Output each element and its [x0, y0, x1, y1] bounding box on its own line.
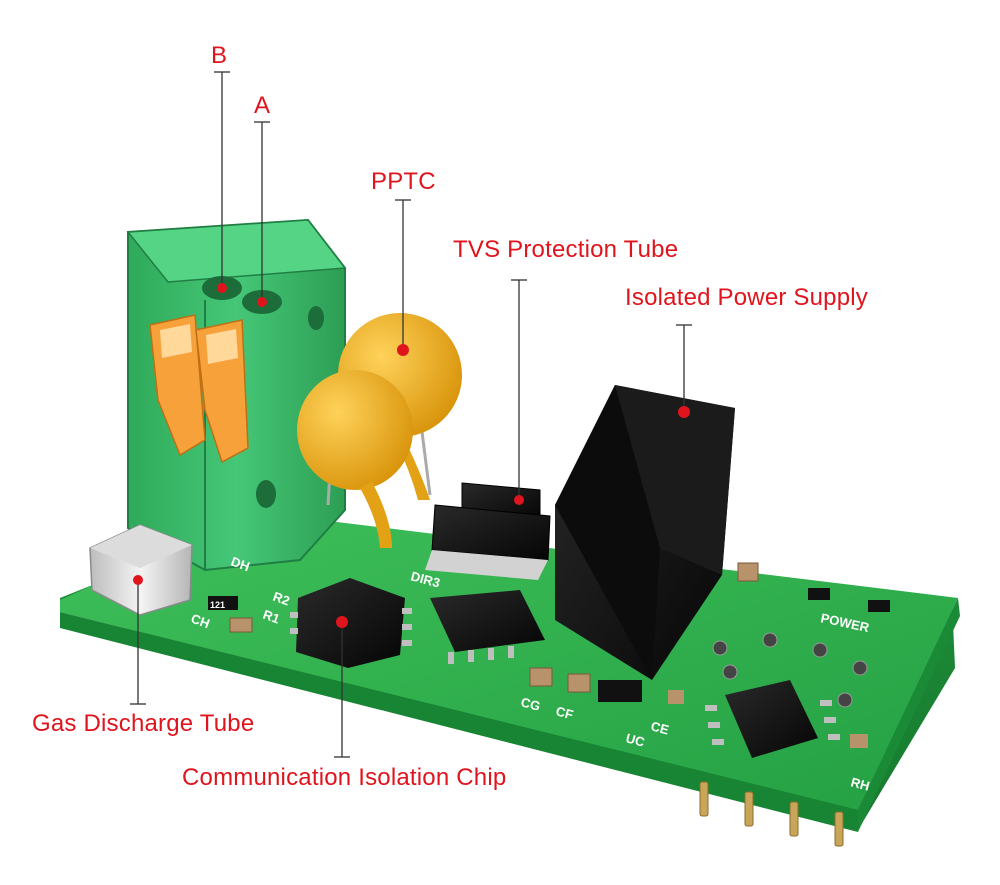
silk-ch: CH [189, 611, 212, 632]
silk-dh: DH [229, 554, 252, 575]
tvs-protection-tubes [425, 482, 551, 580]
label-b: B [211, 42, 228, 69]
pcb-board [60, 512, 960, 832]
isolated-power-module [555, 385, 735, 680]
silk-cf: CF [554, 703, 575, 722]
callout-dots [133, 283, 690, 628]
header-pins [699, 781, 844, 847]
silk-121: 121 [210, 600, 225, 610]
callout-lines [130, 71, 692, 758]
label-tvs: TVS Protection Tube [453, 236, 679, 263]
isolation-chip [290, 578, 412, 668]
silk-ce: CE [649, 718, 671, 737]
pptc-components [297, 313, 462, 548]
silk-rh: RH [849, 774, 871, 793]
smd-parts [208, 562, 890, 748]
label-gas-discharge: Gas Discharge Tube [32, 710, 255, 737]
silk-cg: CG [519, 694, 542, 714]
transceiver-chip [430, 590, 545, 664]
pptc-disc-front [297, 370, 413, 490]
silk-r1: R1 [261, 607, 282, 627]
silk-dir3: DIR3 [409, 568, 441, 590]
label-a: A [254, 92, 271, 119]
silk-r2: R2 [271, 589, 292, 609]
silk-uc: UC [624, 730, 647, 750]
label-isolation-chip: Communication Isolation Chip [182, 764, 507, 791]
right-soic-chip [705, 680, 840, 758]
terminal-block [126, 218, 347, 572]
label-isolated-power: Isolated Power Supply [625, 284, 869, 311]
label-pptc: PPTC [371, 168, 436, 195]
gas-discharge-tube [89, 524, 193, 616]
